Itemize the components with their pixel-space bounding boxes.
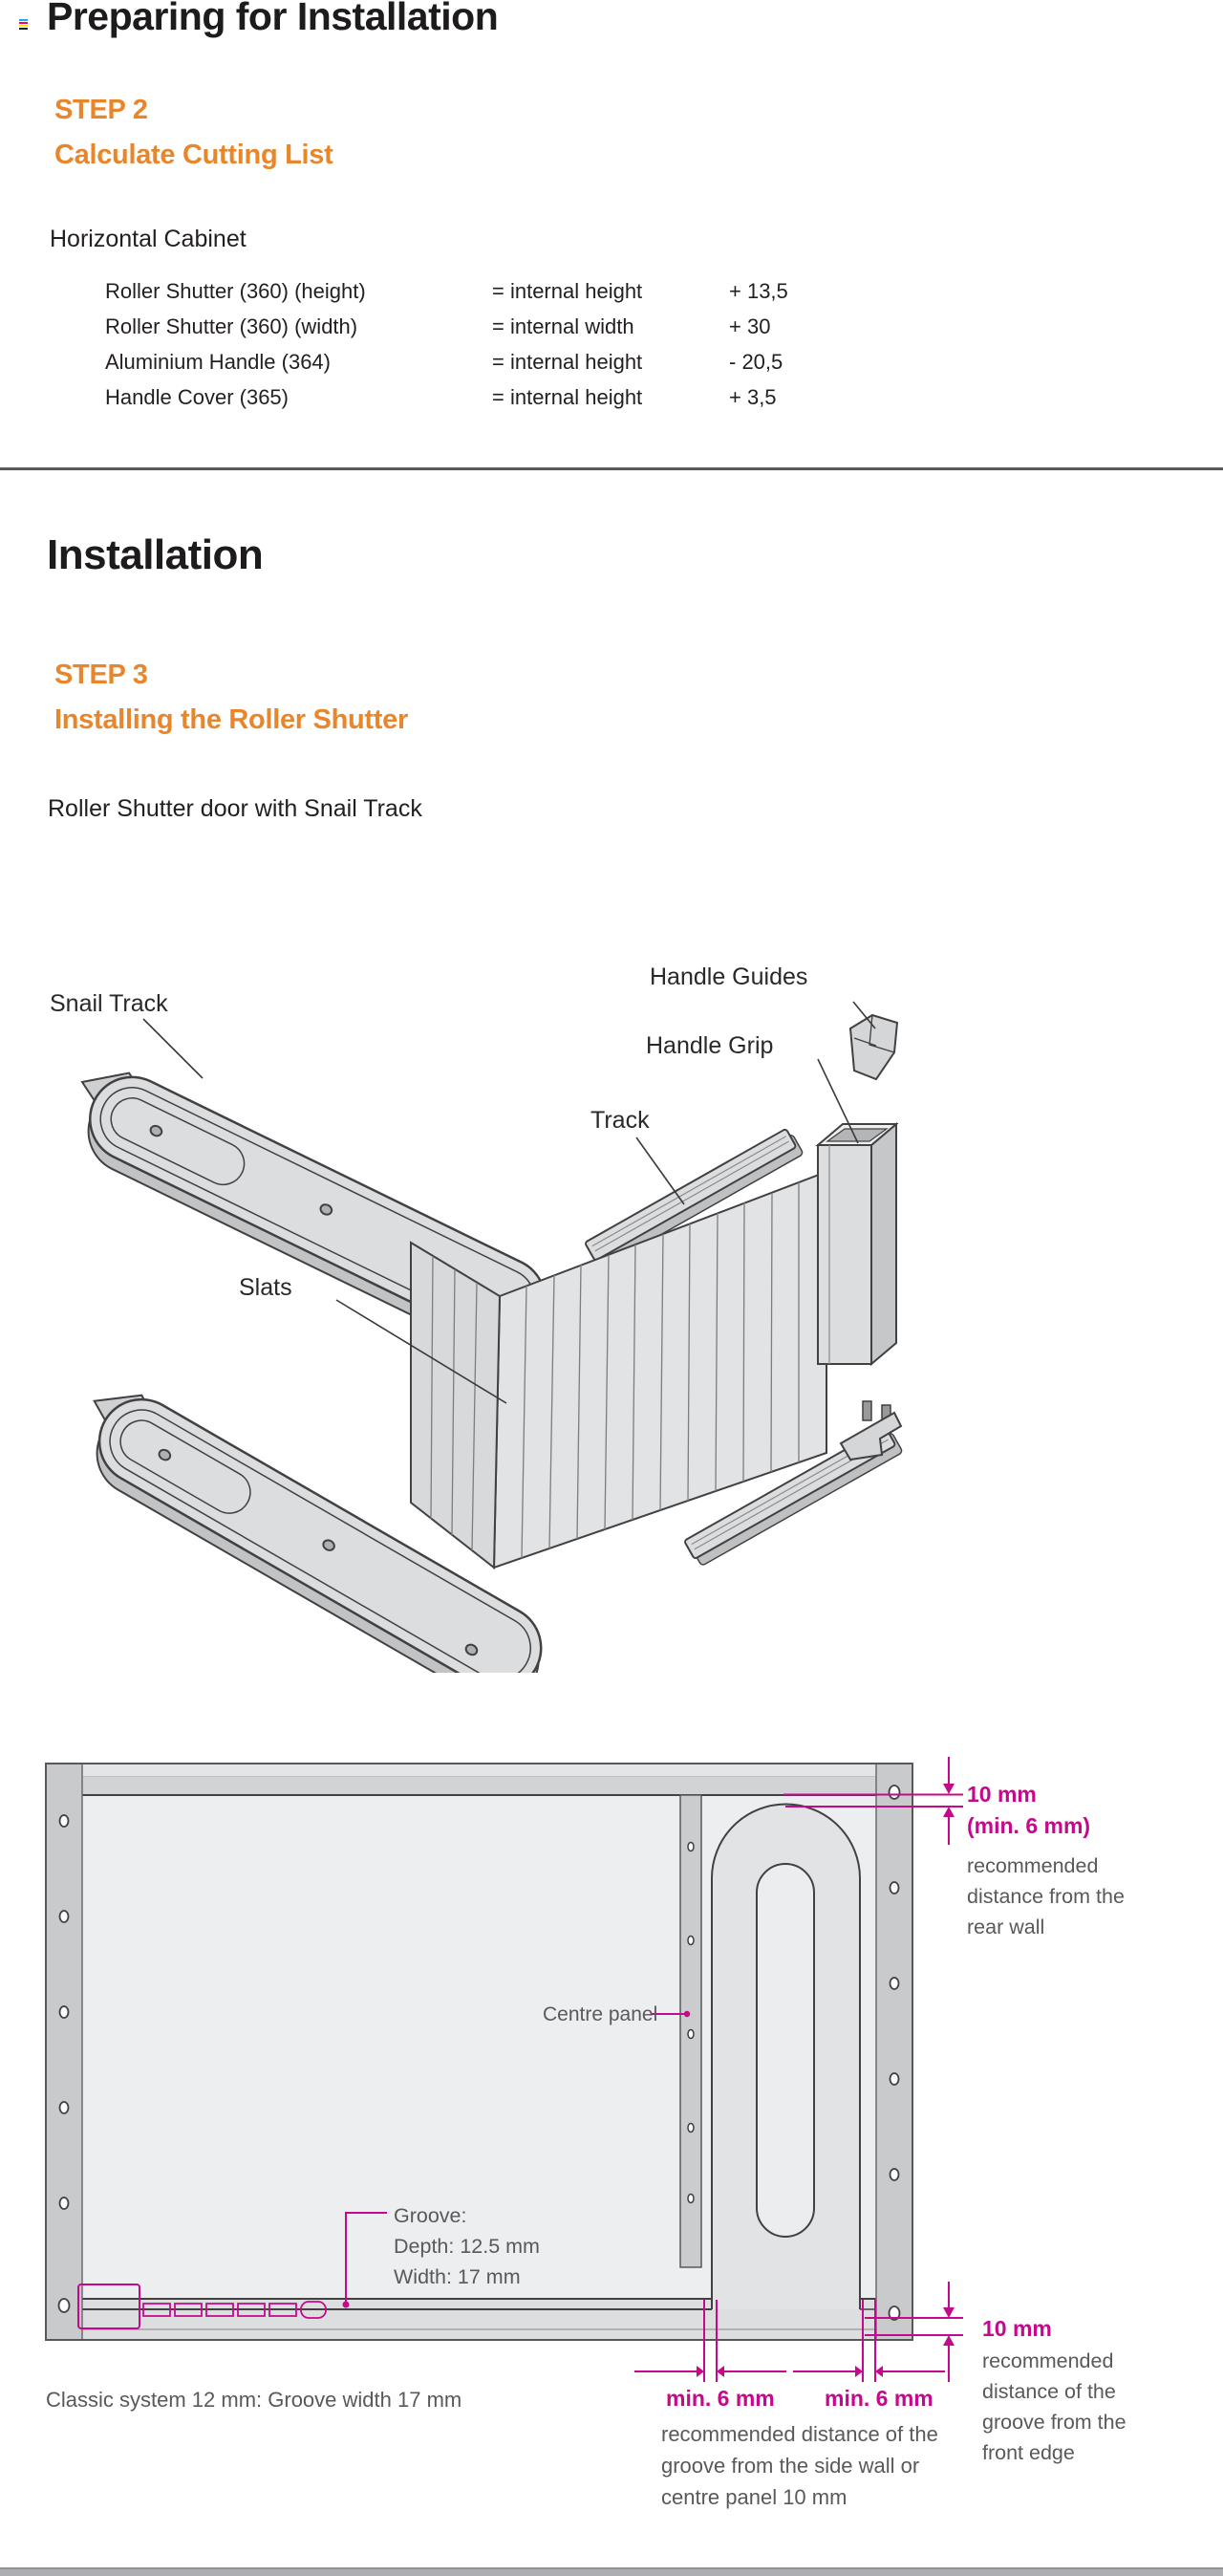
page-title-preparing: Preparing for Installation	[47, 0, 499, 38]
label-handle-grip: Handle Grip	[646, 1032, 774, 1059]
slat-panel-part	[410, 1170, 827, 1570]
cutting-row-value: + 3,5	[729, 385, 777, 409]
label-slats: Slats	[239, 1274, 292, 1301]
cutting-row-item: Roller Shutter (360) (height)	[105, 279, 366, 303]
classic-system-note: Classic system 12 mm: Groove width 17 mm	[46, 2388, 462, 2412]
diagram1-caption: Roller Shutter door with Snail Track	[48, 795, 422, 822]
step2-title: Calculate Cutting List	[54, 140, 333, 170]
leader-lines	[142, 1001, 876, 1404]
cutting-row-value: - 20,5	[729, 350, 783, 374]
snail-groove	[711, 1803, 861, 2309]
label-handle-guides: Handle Guides	[650, 963, 808, 990]
front-dim-desc: recommended distance of the groove from …	[982, 2349, 1126, 2464]
left-rail	[45, 1763, 83, 2341]
cutting-row-formula: = internal height	[492, 350, 643, 374]
cutting-row-formula: = internal width	[492, 314, 634, 338]
step3-title: Installing the Roller Shutter	[54, 704, 408, 735]
side-dim-left: min. 6 mm	[666, 2386, 775, 2411]
section-divider	[0, 467, 1223, 470]
centre-panel	[679, 1794, 702, 2268]
dimension-lines	[77, 1757, 963, 2382]
step2-label: STEP 2	[54, 95, 148, 125]
cutting-row-item: Roller Shutter (360) (width)	[105, 314, 358, 338]
side-dim-desc: recommended distance of the groove from …	[661, 2422, 938, 2509]
handle-guide-top-part	[848, 1013, 899, 1081]
cutting-row-value: + 30	[729, 314, 771, 338]
handle-guide-bottom-part	[839, 1400, 903, 1461]
groove-spec: Groove: Depth: 12.5 mm Width: 17 mm	[394, 2204, 540, 2288]
page-title-installation: Installation	[47, 531, 264, 578]
handle-grip-part	[815, 1121, 899, 1367]
side-dim-right: min. 6 mm	[825, 2386, 933, 2411]
rear-dim-min: (min. 6 mm)	[967, 1813, 1091, 1838]
front-dim-value: 10 mm	[982, 2316, 1052, 2341]
cutting-row-item: Aluminium Handle (364)	[105, 350, 331, 374]
rear-dim-value: 10 mm	[967, 1782, 1037, 1807]
cutting-row-item: Handle Cover (365)	[105, 385, 289, 409]
step3-label: STEP 3	[54, 660, 148, 690]
dimension-arrowheads	[342, 1784, 955, 2377]
centre-panel-label: Centre panel	[543, 2003, 658, 2025]
right-rail	[875, 1763, 913, 2341]
cutting-row-value: + 13,5	[729, 279, 788, 303]
exploded-parts-diagram	[52, 1001, 904, 1673]
cmyk-mark-icon	[19, 19, 28, 31]
plan-view-diagram	[45, 1757, 963, 2382]
label-track: Track	[590, 1107, 650, 1134]
cutting-row-formula: = internal height	[492, 385, 643, 409]
cutting-row-formula: = internal height	[492, 279, 643, 303]
label-snail-track: Snail Track	[50, 990, 168, 1017]
rear-dim-desc: recommended distance from the rear wall	[967, 1854, 1125, 1938]
cutting-list-heading: Horizontal Cabinet	[50, 226, 247, 252]
footer-bar	[0, 2567, 1223, 2576]
